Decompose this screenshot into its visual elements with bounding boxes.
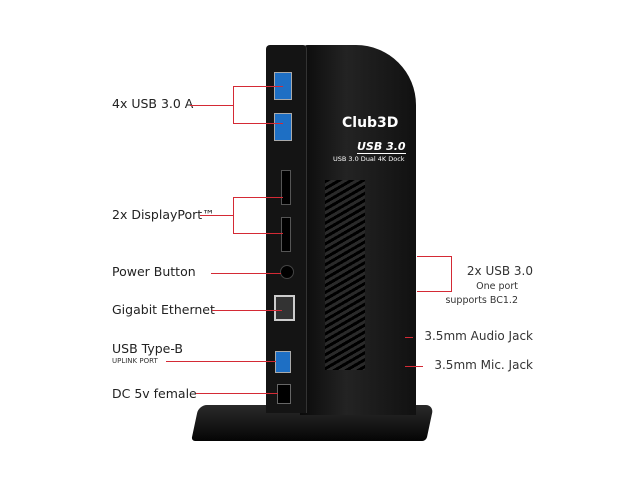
callout-line (417, 291, 451, 292)
label-usb-a: 4x USB 3.0 A (112, 96, 194, 111)
label-dc: DC 5v female (112, 386, 197, 401)
label-front-usb: 2x USB 3.0 (466, 264, 533, 278)
vent-grille (325, 180, 365, 370)
label-usb-b-sub: UPLINK PORT (112, 357, 158, 365)
callout-line (405, 366, 423, 367)
callout-line (405, 337, 413, 338)
callout-line (211, 273, 281, 274)
callout-line (196, 393, 278, 394)
callout-bracket (233, 197, 234, 234)
displayport-port (281, 170, 291, 205)
label-front-usb-sub2: supports BC1.2 (445, 295, 518, 306)
callout-line (233, 86, 283, 87)
callout-line (190, 105, 233, 106)
callout-line (417, 256, 451, 257)
callout-line (166, 361, 276, 362)
label-usb-b: USB Type-B (112, 341, 183, 356)
label-power-button: Power Button (112, 264, 196, 279)
callout-line (212, 310, 282, 311)
club3d-logo: Club3D (342, 115, 399, 131)
label-displayport: 2x DisplayPort™ (112, 207, 215, 222)
usb-a-port (274, 113, 292, 141)
label-mic-jack: 3.5mm Mic. Jack (434, 358, 533, 372)
label-front-usb-sub1: One port (476, 281, 518, 292)
callout-line (200, 215, 233, 216)
ethernet-port (274, 295, 295, 321)
dc-power-jack (277, 384, 291, 404)
callout-bracket (233, 86, 234, 124)
model-subtitle: USB 3.0 Dual 4K Dock (333, 155, 405, 163)
power-button (280, 265, 294, 279)
callout-line (233, 233, 283, 234)
callout-line (233, 123, 283, 124)
label-ethernet: Gigabit Ethernet (112, 302, 215, 317)
callout-bracket (451, 256, 452, 292)
callout-line (233, 197, 283, 198)
usb-b-port (275, 351, 291, 373)
label-audio-jack: 3.5mm Audio Jack (424, 329, 533, 343)
displayport-port (281, 217, 291, 252)
model-title: USB 3.0 (357, 140, 406, 154)
